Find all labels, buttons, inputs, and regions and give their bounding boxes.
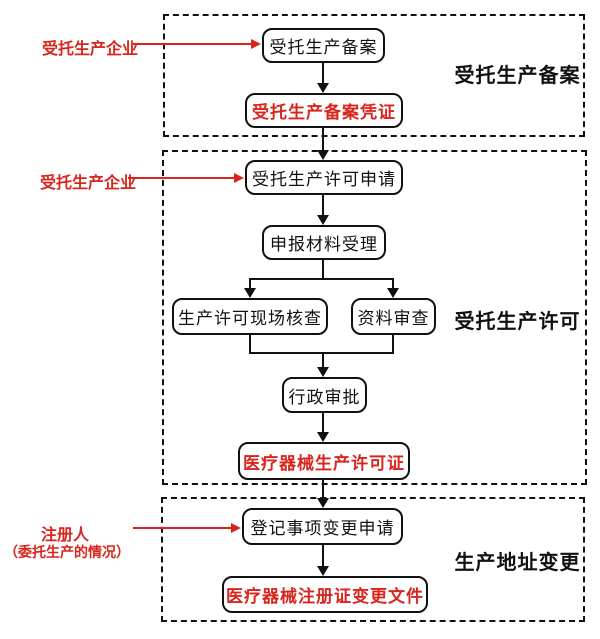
connector-review-to-merge xyxy=(392,335,394,354)
arrowhead-split-to-onsite xyxy=(244,288,256,298)
node-license-application: 受托生产许可申请 xyxy=(245,160,403,195)
red-arrow-head-change xyxy=(231,523,241,533)
actor-label-entrusted-manufacturer-2: 受托生产企业 xyxy=(39,175,136,192)
connector-merge-to-approval xyxy=(322,352,324,368)
arrowhead-license-to-change-apply xyxy=(317,498,329,508)
connector-approval-to-license xyxy=(322,413,324,433)
connector-cert-to-license-apply xyxy=(322,128,324,151)
node-onsite-inspection: 生产许可现场核查 xyxy=(172,298,328,335)
arrowhead-approval-to-license xyxy=(317,432,329,442)
section-address-change-frame xyxy=(161,497,585,622)
split-horizontal-line xyxy=(249,278,394,280)
node-administrative-approval: 行政审批 xyxy=(282,377,367,413)
section-entrusted-filing-frame xyxy=(163,14,585,137)
red-arrow-head-filing xyxy=(251,39,261,49)
connector-accept-to-split xyxy=(322,260,324,279)
node-registration-change-application: 登记事项变更申请 xyxy=(242,508,403,545)
actor-note-entrusted-production-case: （委托生产的情况） xyxy=(4,546,130,561)
node-production-license-certificate: 医疗器械生产许可证 xyxy=(238,442,410,480)
red-arrow-line-license xyxy=(128,177,235,179)
section-title-entrusted-filing: 受托生产备案 xyxy=(454,65,581,87)
arrowhead-split-to-review xyxy=(387,288,399,298)
arrowhead-merge-to-approval xyxy=(317,367,329,377)
connector-split-to-onsite xyxy=(249,278,251,289)
connector-change-apply-to-doc xyxy=(322,545,324,567)
merge-horizontal-line xyxy=(249,352,394,354)
section-title-address-change: 生产地址变更 xyxy=(454,552,581,574)
node-registration-change-document: 医疗器械注册证变更文件 xyxy=(222,576,428,613)
actor-label-entrusted-manufacturer-1: 受托生产企业 xyxy=(41,41,138,58)
connector-apply-to-accept xyxy=(322,195,324,216)
node-material-acceptance: 申报材料受理 xyxy=(262,225,386,260)
connector-license-to-change-apply xyxy=(322,480,324,499)
actor-label-registrant: 注册人 xyxy=(40,527,89,544)
node-filing-certificate: 受托生产备案凭证 xyxy=(245,93,403,128)
red-arrow-line-filing xyxy=(133,43,251,45)
connector-onsite-to-merge xyxy=(249,335,251,354)
red-arrow-head-license xyxy=(234,173,244,183)
connector-split-to-review xyxy=(392,278,394,289)
connector-filing-to-cert xyxy=(322,63,324,84)
arrowhead-change-apply-to-doc xyxy=(317,566,329,576)
arrowhead-filing-to-cert xyxy=(317,83,329,93)
node-document-review: 资料审查 xyxy=(351,298,436,335)
arrowhead-cert-to-license-apply xyxy=(317,150,329,160)
node-entrusted-production-filing: 受托生产备案 xyxy=(262,28,385,63)
section-title-entrusted-license: 受托生产许可 xyxy=(454,311,581,333)
red-arrow-line-change xyxy=(133,527,232,529)
section-entrusted-license-frame xyxy=(162,150,587,485)
arrowhead-apply-to-accept xyxy=(317,215,329,225)
